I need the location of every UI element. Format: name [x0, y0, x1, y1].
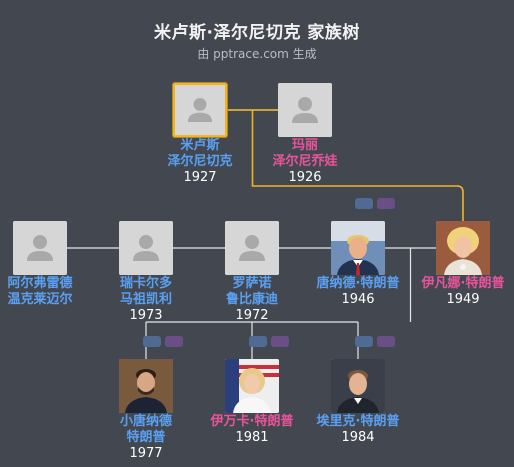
person-name[interactable]: 伊凡娜·特朗普	[421, 276, 505, 291]
person-name[interactable]: 特朗普	[126, 430, 166, 445]
person-name[interactable]: 玛丽	[291, 138, 318, 153]
person-name[interactable]: 米卢斯	[180, 138, 220, 153]
person-name[interactable]: 阿尔弗雷德	[7, 276, 73, 291]
eric-toggle-button[interactable]	[377, 336, 395, 347]
person-name[interactable]: 瑞卡尔多	[119, 276, 172, 291]
person-birth-year: 1973	[129, 308, 163, 323]
person-name[interactable]: 罗萨诺	[232, 276, 272, 291]
person-photo-ivanka[interactable]	[225, 359, 279, 413]
person-photo-rossano[interactable]	[225, 221, 279, 275]
person-birth-year: 1972	[235, 308, 269, 323]
page-title: 米卢斯·泽尔尼切克 家族树	[154, 23, 360, 43]
child-link-ivana	[251, 110, 464, 221]
person-photo-alfred[interactable]	[13, 221, 67, 275]
person-name[interactable]: 伊万卡·特朗普	[210, 414, 294, 429]
page-subtitle: 由 pptrace.com 生成	[197, 47, 317, 61]
person-photo-milos[interactable]	[173, 83, 227, 137]
person-name[interactable]: 唐纳德·特朗普	[316, 276, 400, 291]
person-photo-riccardo[interactable]	[119, 221, 173, 275]
donjr-toggle-button[interactable]	[165, 336, 183, 347]
person-name[interactable]: 泽尔尼切克	[167, 154, 233, 169]
person-birth-year: 1977	[129, 446, 163, 461]
person-birth-year: 1981	[235, 430, 269, 445]
person-card-alfred[interactable]: 阿尔弗雷德温克莱迈尔	[0, 276, 100, 308]
person-name[interactable]: 马祖凯利	[119, 292, 172, 307]
person-photo-eric[interactable]	[331, 359, 385, 413]
donald-ivana-toggle-button[interactable]	[377, 198, 395, 209]
donald-ivana-expand-button[interactable]	[355, 198, 373, 209]
person-name[interactable]: 小唐纳德	[119, 414, 172, 429]
person-name[interactable]: 温克莱迈尔	[7, 292, 73, 307]
person-photo-ivana[interactable]	[436, 221, 490, 275]
person-photo-donjr[interactable]	[119, 359, 173, 413]
person-name[interactable]: 鲁比康迪	[225, 292, 278, 307]
person-name[interactable]: 埃里克·特朗普	[316, 414, 400, 429]
person-photo-donald[interactable]	[331, 221, 385, 275]
person-birth-year: 1949	[446, 292, 480, 307]
ivanka-expand-button[interactable]	[249, 336, 267, 347]
person-name[interactable]: 泽尔尼乔娃	[272, 154, 338, 169]
person-birth-year: 1984	[341, 430, 375, 445]
person-birth-year: 1926	[288, 170, 322, 185]
person-birth-year: 1927	[183, 170, 217, 185]
ivanka-toggle-button[interactable]	[271, 336, 289, 347]
person-photo-marie[interactable]	[278, 83, 332, 137]
person-birth-year: 1946	[341, 292, 375, 307]
eric-expand-button[interactable]	[355, 336, 373, 347]
donjr-expand-button[interactable]	[143, 336, 161, 347]
